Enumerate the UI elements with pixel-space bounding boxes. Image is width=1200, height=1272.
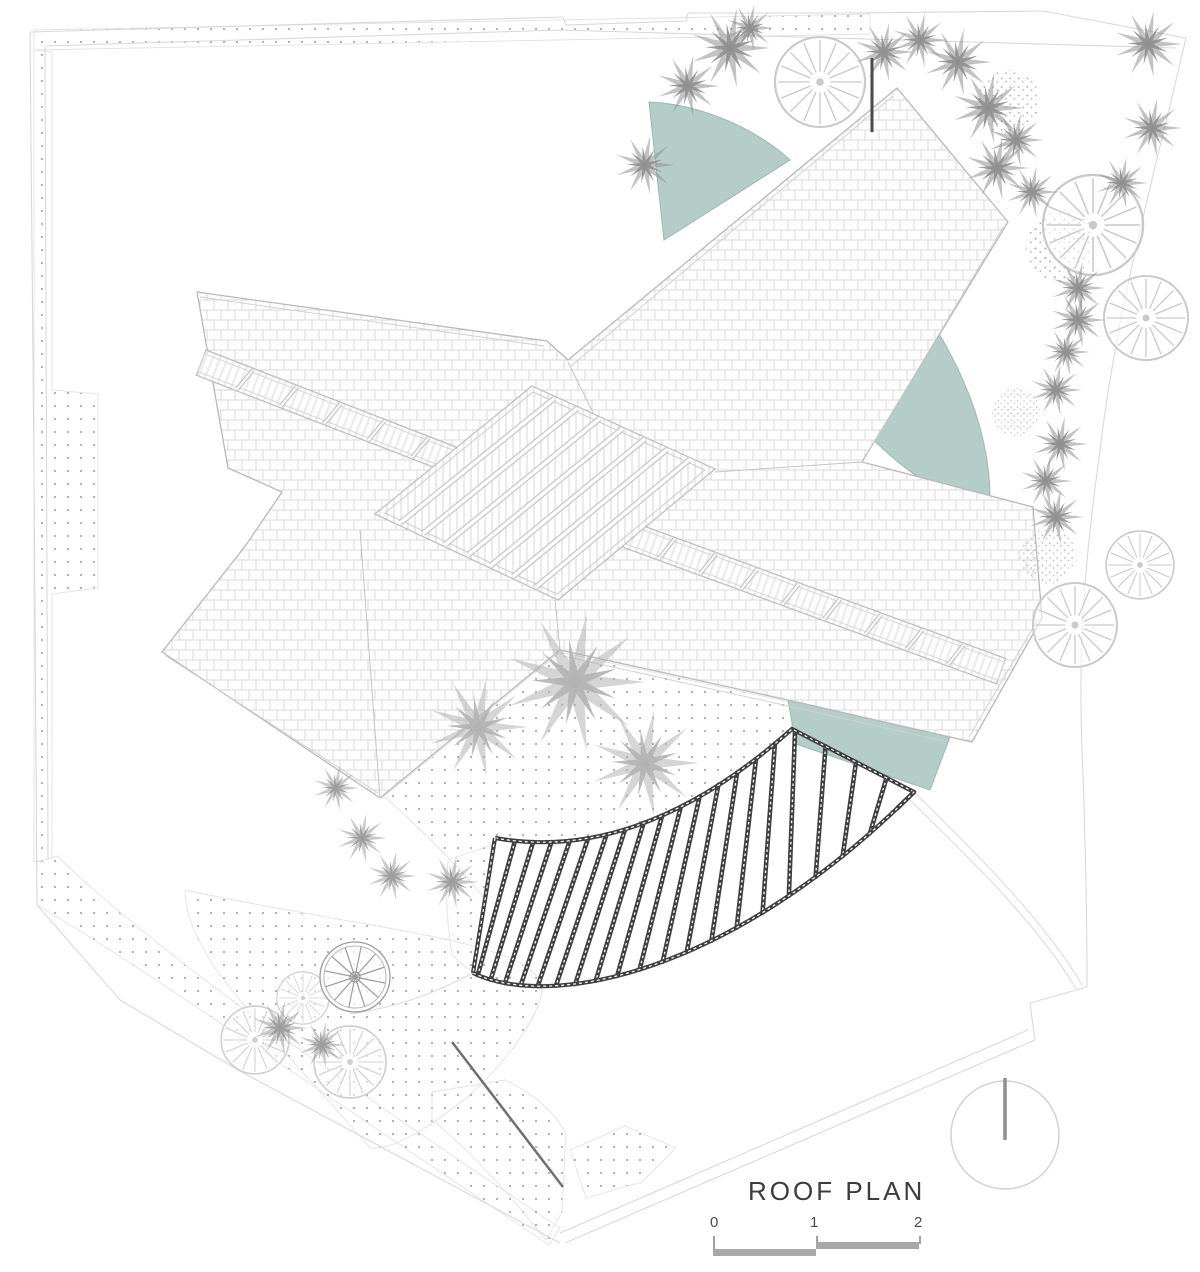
boundary-bottom-left-diagonal	[36, 904, 561, 1244]
roof-fascia-lines	[165, 95, 1038, 794]
spiral-stair	[319, 941, 391, 1013]
scale-tick	[713, 1236, 715, 1251]
boundary-left-inner	[44, 46, 49, 859]
shrub-icon	[992, 388, 1040, 436]
round-tree-icon	[1105, 530, 1175, 600]
teal-fan-north	[648, 101, 791, 241]
terrace-arc-right	[913, 791, 1083, 986]
palm-tree-icon	[1116, 10, 1182, 78]
palm-tree-icon	[338, 813, 387, 863]
scale-label-2: 2	[914, 1214, 923, 1231]
scale-tick	[816, 1236, 818, 1244]
scale-bar: 0 1 2	[710, 1214, 930, 1266]
ground-stipple	[33, 13, 871, 1246]
roof	[161, 87, 1043, 799]
boundary-right	[1029, 37, 1187, 1041]
central-skylight-inner	[384, 391, 706, 595]
palm-tree-icon	[1033, 416, 1088, 472]
scale-segment-lower	[713, 1249, 816, 1256]
boundary-bottom-diagonal-inner	[559, 1029, 1029, 1234]
palm-tree-icon	[1021, 455, 1073, 507]
teal-features	[648, 101, 991, 791]
scale-segment-upper	[816, 1242, 919, 1249]
stipple-walkway	[431, 1079, 567, 1241]
scale-tick	[919, 1236, 921, 1244]
palm-tree-icon	[1123, 98, 1182, 158]
round-tree-icon	[773, 35, 867, 129]
page-title: ROOF PLAN	[748, 1176, 926, 1206]
central-skylight	[373, 385, 717, 601]
scale-label-1: 1	[810, 1214, 819, 1231]
stipple-band-top	[33, 13, 871, 51]
property-boundary	[29, 10, 1187, 1244]
scale-label-0: 0	[710, 1214, 719, 1231]
central-skylight-louvers	[398, 395, 692, 590]
north-indicator-icon	[950, 1078, 1060, 1190]
boundary-left	[29, 31, 38, 906]
round-tree-icon	[1032, 582, 1118, 668]
palm-tree-icon	[1043, 328, 1090, 376]
boundary-top-inner	[45, 29, 1177, 49]
boundary-bottom-diagonal	[564, 1039, 1036, 1244]
palm-tree-icon	[368, 851, 417, 901]
boundary-top	[29, 10, 1187, 39]
pergola-louvers	[470, 726, 917, 989]
terrace-arc-left	[349, 972, 474, 1015]
terrace-arc-right-inner	[907, 797, 1078, 991]
stipple-band-left	[33, 49, 99, 863]
stipple-walkway-spur	[569, 1125, 677, 1199]
round-tree-icon	[1103, 275, 1189, 361]
entry-wall	[451, 1041, 564, 1188]
shrub-icon	[1020, 528, 1076, 584]
